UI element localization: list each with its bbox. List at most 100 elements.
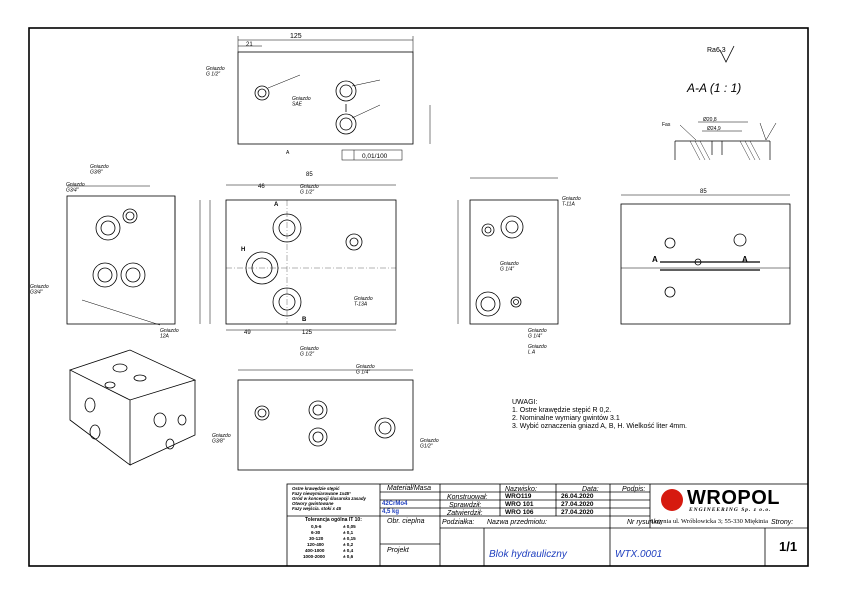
drawing-number-value: WTX.0001: [615, 549, 663, 560]
dim-125: 125: [302, 330, 313, 336]
section-title: A-A (1 : 1): [686, 81, 741, 95]
tol-row-1-range: 0,5-6: [311, 524, 322, 529]
left-view: [66, 185, 176, 326]
bottom-view: [237, 369, 414, 471]
tol-row-3-range: 30-120: [309, 536, 324, 541]
sheets-value: 1/1: [779, 539, 798, 554]
dim-49: 49: [244, 330, 251, 336]
mass-value: 4,5 kg: [382, 509, 400, 515]
tol-row-4-range: 120-400: [307, 542, 324, 547]
dim-top-21: 21: [246, 42, 253, 48]
section-view: [674, 45, 777, 161]
name-label: Nazwisko:: [505, 486, 537, 493]
small-note-5: Fazy wejścia. stoki x 45: [292, 506, 342, 511]
dim-46: 46: [258, 184, 265, 190]
drawing-number-label: Nr rysunku:: [627, 519, 663, 526]
tol-row-2-val: ± 0,1: [343, 530, 354, 535]
far-label-a2: A: [742, 255, 748, 264]
designer-name: WRO119: [505, 493, 532, 500]
material-label: Materiał/Masa: [387, 485, 431, 492]
label-b: B: [302, 317, 307, 323]
project-label: Projekt: [387, 547, 409, 554]
date-3: 27.04.2020: [561, 509, 594, 516]
object-value: Blok hydrauliczny: [489, 549, 567, 560]
tol-row-6-val: ± 0,6: [343, 554, 354, 559]
small-note-1: Ostre krawędzie stępić: [292, 486, 340, 491]
small-note-2: Fazy niewymiarowane 1x45°: [292, 491, 351, 496]
scale-label: Podziałka:: [442, 519, 475, 526]
tol-row-6-range: 1000-2000: [303, 554, 325, 559]
sign-label: Podpis:: [622, 486, 646, 493]
material-value: 42CrMo4: [382, 501, 408, 507]
tol-row-5-val: ± 0,4: [343, 548, 354, 553]
tol-row-1-val: ± 0,05: [343, 524, 356, 529]
notes-heading: UWAGI:: [512, 399, 538, 406]
label-a: A: [274, 202, 279, 208]
thermal-label: Obr. cieplna: [387, 518, 425, 525]
notes-block: UWAGI: 1. Ostre krawędzie stępić R 0,2. …: [512, 399, 687, 431]
note-item-1: 1. Ostre krawędzie stępić R 0,2.: [512, 407, 612, 415]
tol-row-4-val: ± 0,2: [343, 542, 354, 547]
object-label: Nazwa przedmiotu:: [487, 519, 547, 526]
far-right-view: [620, 194, 791, 325]
section-fas: Fas: [662, 122, 671, 128]
date-1: 26.04.2020: [561, 493, 594, 500]
section-dim-2: Ø24,9: [707, 126, 721, 132]
front-dims: 85 46 49 125 A H B: [241, 172, 313, 336]
small-note-4: Otwory gwintowane: [292, 501, 334, 506]
dim-top-125: 125: [290, 33, 302, 40]
far-label-a1: A: [652, 255, 658, 264]
right-view: [457, 177, 559, 325]
note-item-3: 3. Wybić oznaczenia gniazd A, B, H. Wiel…: [512, 423, 687, 431]
dim-85: 85: [306, 172, 313, 178]
role-checker: Sprawdził:: [449, 502, 482, 509]
company-sub: ENGINEERING Sp. z o.o.: [689, 507, 772, 513]
flatness-tolerance: 0,01/100: [362, 153, 388, 160]
tol-row-2-range: 6-30: [311, 530, 321, 535]
title-block: Ostre krawędzie stępić Fazy niewymiarowa…: [287, 484, 808, 566]
sheets-label: Strony:: [771, 519, 794, 526]
company-logo: WROPOL ENGINEERING Sp. z o.o.: [659, 486, 805, 516]
date-label: Data:: [582, 486, 599, 493]
role-designer: Konstruował:: [447, 494, 488, 501]
roughness-symbol: Ra6,3: [707, 47, 726, 54]
tol-row-3-val: ± 0,15: [343, 536, 356, 541]
top-label-a: A: [286, 150, 290, 156]
date-2: 27.04.2020: [561, 501, 594, 508]
logo-circle-icon: [661, 489, 683, 511]
company-name: WROPOL: [687, 487, 780, 509]
top-view: [237, 36, 431, 161]
front-view: [199, 184, 397, 331]
dim-far-85: 85: [700, 189, 707, 195]
role-approver: Zatwierdził:: [447, 510, 483, 517]
approver-name: WRO 106: [505, 509, 534, 516]
section-dim-1: Ø20,8: [703, 117, 717, 123]
tol-row-5-range: 400-1000: [305, 548, 325, 553]
company-address: Lutynia ul. Wróblowicka 3; 55-330 Miękin…: [651, 518, 768, 525]
isometric-view: [68, 349, 197, 466]
checker-name: WRO 101: [505, 501, 534, 508]
tolerance-title: Tolerancja ogólna IT 10:: [305, 517, 362, 523]
note-item-2: 2. Nominalne wymiary gwintów 3.1: [512, 415, 620, 423]
titleblock-grid: [286, 483, 809, 567]
label-h: H: [241, 247, 245, 253]
